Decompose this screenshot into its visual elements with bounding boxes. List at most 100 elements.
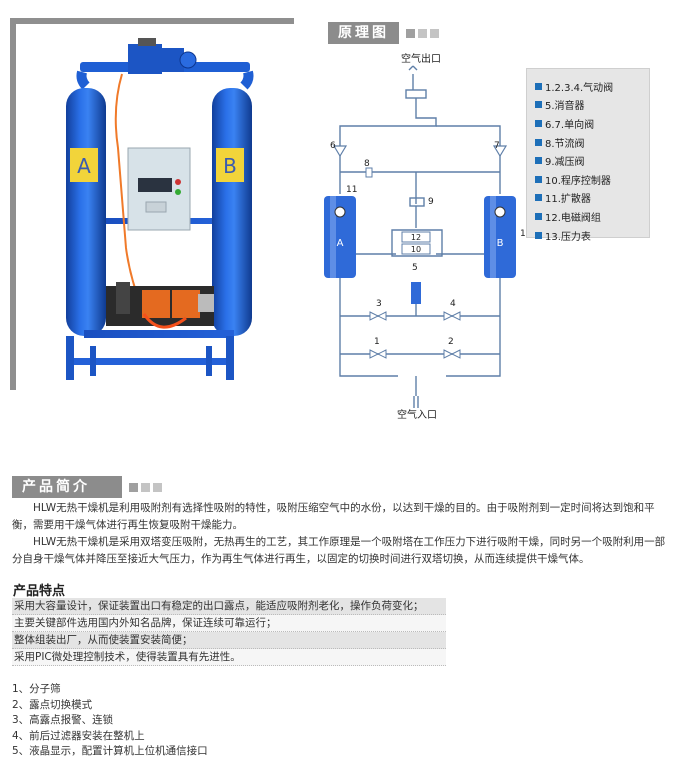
tower-b-label-plate <box>216 148 244 182</box>
intro-header: 产品简介 <box>12 476 162 498</box>
features-title: 产品特点 <box>13 584 66 599</box>
label-12: 12 <box>411 233 421 242</box>
legend-item: 9.减压阀 <box>535 151 649 170</box>
intro-title: 产品简介 <box>12 476 122 498</box>
throttle-valve-8-icon <box>365 167 373 178</box>
dryer-photo-illustration: A B <box>66 38 254 380</box>
legend-item: 12.电磁阀组 <box>535 207 649 226</box>
solenoid-block-left <box>142 290 170 318</box>
frame-leg-inner-left <box>90 346 96 376</box>
option-item: 5、液晶显示，配置计算机上位机通信接口 <box>12 745 208 758</box>
label-10: 10 <box>411 245 421 254</box>
tower-b-highlight <box>490 196 496 278</box>
header-square <box>141 482 150 492</box>
principle-diagram: 空气出口 6 7 8 9 12 10 A B 11 13 5 3 4 1 2 空… <box>324 52 526 421</box>
feature-row: 采用大容量设计，保证装置出口有稳定的出口露点，能适应吸附剂老化，操作负荷变化； <box>12 598 446 615</box>
header-square <box>129 482 138 492</box>
label-6: 6 <box>330 141 336 151</box>
legend-bullet-icon <box>535 175 542 183</box>
features-list: 采用大容量设计，保证装置出口有稳定的出口露点，能适应吸附剂老化，操作负荷变化； … <box>12 598 446 666</box>
frame-base-top <box>84 330 234 338</box>
legend-item-label: 11.扩散器 <box>545 194 591 206</box>
header-square <box>430 28 439 38</box>
legend-item-label: 10.程序控制器 <box>545 175 611 187</box>
legend-item: 13.压力表 <box>535 226 649 245</box>
legend-bullet-icon <box>535 194 542 202</box>
label-3: 3 <box>376 299 382 309</box>
legend-bullet-icon <box>535 138 542 146</box>
feature-row: 主要关键部件选用国内外知名品牌，保证连续可靠运行； <box>12 615 446 632</box>
legend-item-label: 13.压力表 <box>545 231 591 243</box>
right-elbow <box>240 70 254 90</box>
principle-header: 原理图 <box>328 22 439 44</box>
orange-tubing <box>142 313 187 329</box>
label-13: 13 <box>520 229 526 239</box>
tower-b <box>212 88 252 336</box>
legend-item-label: 5.消音器 <box>545 101 585 113</box>
pneumatic-valve-1-icon <box>369 349 387 359</box>
product-photo: A B <box>10 18 294 390</box>
intro-paragraph: HLW无热干燥机是利用吸附剂有选择性吸附的特性，吸附压缩空气中的水份，以达到干燥… <box>12 502 655 531</box>
tower-a <box>66 88 106 336</box>
option-item: 1、分子筛 <box>12 683 61 695</box>
label-4: 4 <box>450 299 456 309</box>
pneumatic-valve-4-icon <box>443 311 461 321</box>
pneumatic-valve-2-icon <box>443 349 461 359</box>
tower-b-letter: B <box>223 154 237 178</box>
check-valve-6-icon <box>332 145 348 158</box>
control-indicator-red <box>175 179 181 185</box>
frame-leg-inner-right <box>206 346 212 376</box>
control-indicator-green <box>175 189 181 195</box>
tower-a-label-plate <box>70 148 98 182</box>
solenoid-group-12-box <box>401 231 431 243</box>
header-square <box>153 482 162 492</box>
top-valve-cap <box>138 38 156 46</box>
top-valve-block <box>128 44 162 74</box>
frame-base-rail <box>74 358 226 365</box>
legend-item: 6.7.单向阀 <box>535 114 649 133</box>
legend-item-label: 12.电磁阀组 <box>545 212 601 224</box>
legend-item-label: 8.节流阀 <box>545 138 585 150</box>
label-2: 2 <box>448 337 454 347</box>
tower-a-letter: A <box>77 154 91 178</box>
label-11: 11 <box>346 185 357 195</box>
control-keypad <box>145 201 167 213</box>
legend-bullet-icon <box>535 101 542 109</box>
controller-10-box <box>401 243 431 255</box>
photo-frame-top-border <box>10 18 294 24</box>
orange-cable <box>114 73 143 309</box>
option-item: 3、高露点报警、连锁 <box>12 714 114 727</box>
legend-item: 10.程序控制器 <box>535 170 649 189</box>
intro-paragraph: HLW无热干燥机是采用双塔变压吸附，无热再生的工艺，其工作原理是一个吸附塔在工作… <box>12 536 666 565</box>
photo-frame-left-border <box>10 18 16 390</box>
option-item: 4、前后过滤器安装在整机上 <box>12 729 145 742</box>
legend-bullet-icon <box>535 82 542 90</box>
frame-leg-left <box>66 336 74 380</box>
options-list: 1、分子筛 2、露点切换模式 3、高露点报警、连锁 4、前后过滤器安装在整机上 … <box>12 682 208 760</box>
component-legend: 1.2.3.4.气动阀 5.消音器 6.7.单向阀 8.节流阀 9.减压阀 10… <box>526 68 650 243</box>
label-1: 1 <box>374 337 380 347</box>
tower-a-highlight <box>330 196 336 278</box>
outlet-arrow-icon <box>408 65 418 71</box>
top-flange <box>179 51 197 69</box>
legend-item: 11.扩散器 <box>535 189 649 208</box>
check-valve-7-icon <box>492 145 508 158</box>
option-item: 2、露点切换模式 <box>12 698 93 711</box>
pressure-gauge-b-icon <box>494 206 506 218</box>
frame-leg-right <box>226 336 234 380</box>
legend-item: 1.2.3.4.气动阀 <box>535 77 649 96</box>
air-outlet-label: 空气出口 <box>401 52 441 65</box>
legend-bullet-icon <box>535 231 542 239</box>
intro-text: HLW无热干燥机是利用吸附剂有选择性吸附的特性，吸附压缩空气中的水份，以达到干燥… <box>12 500 672 568</box>
legend-item: 8.节流阀 <box>535 133 649 152</box>
legend-item: 5.消音器 <box>535 96 649 115</box>
principle-title: 原理图 <box>328 22 399 44</box>
legend-bullet-icon <box>535 119 542 127</box>
filter-housing <box>116 282 130 314</box>
air-inlet-label: 空气入口 <box>397 408 437 421</box>
legend-item-label: 1.2.3.4.气动阀 <box>545 82 614 94</box>
label-5: 5 <box>412 263 418 273</box>
left-elbow <box>76 70 90 90</box>
feature-row: 采用PIC微处理控制技术，使得装置具有先进性。 <box>12 649 446 666</box>
legend-bullet-icon <box>535 157 542 165</box>
